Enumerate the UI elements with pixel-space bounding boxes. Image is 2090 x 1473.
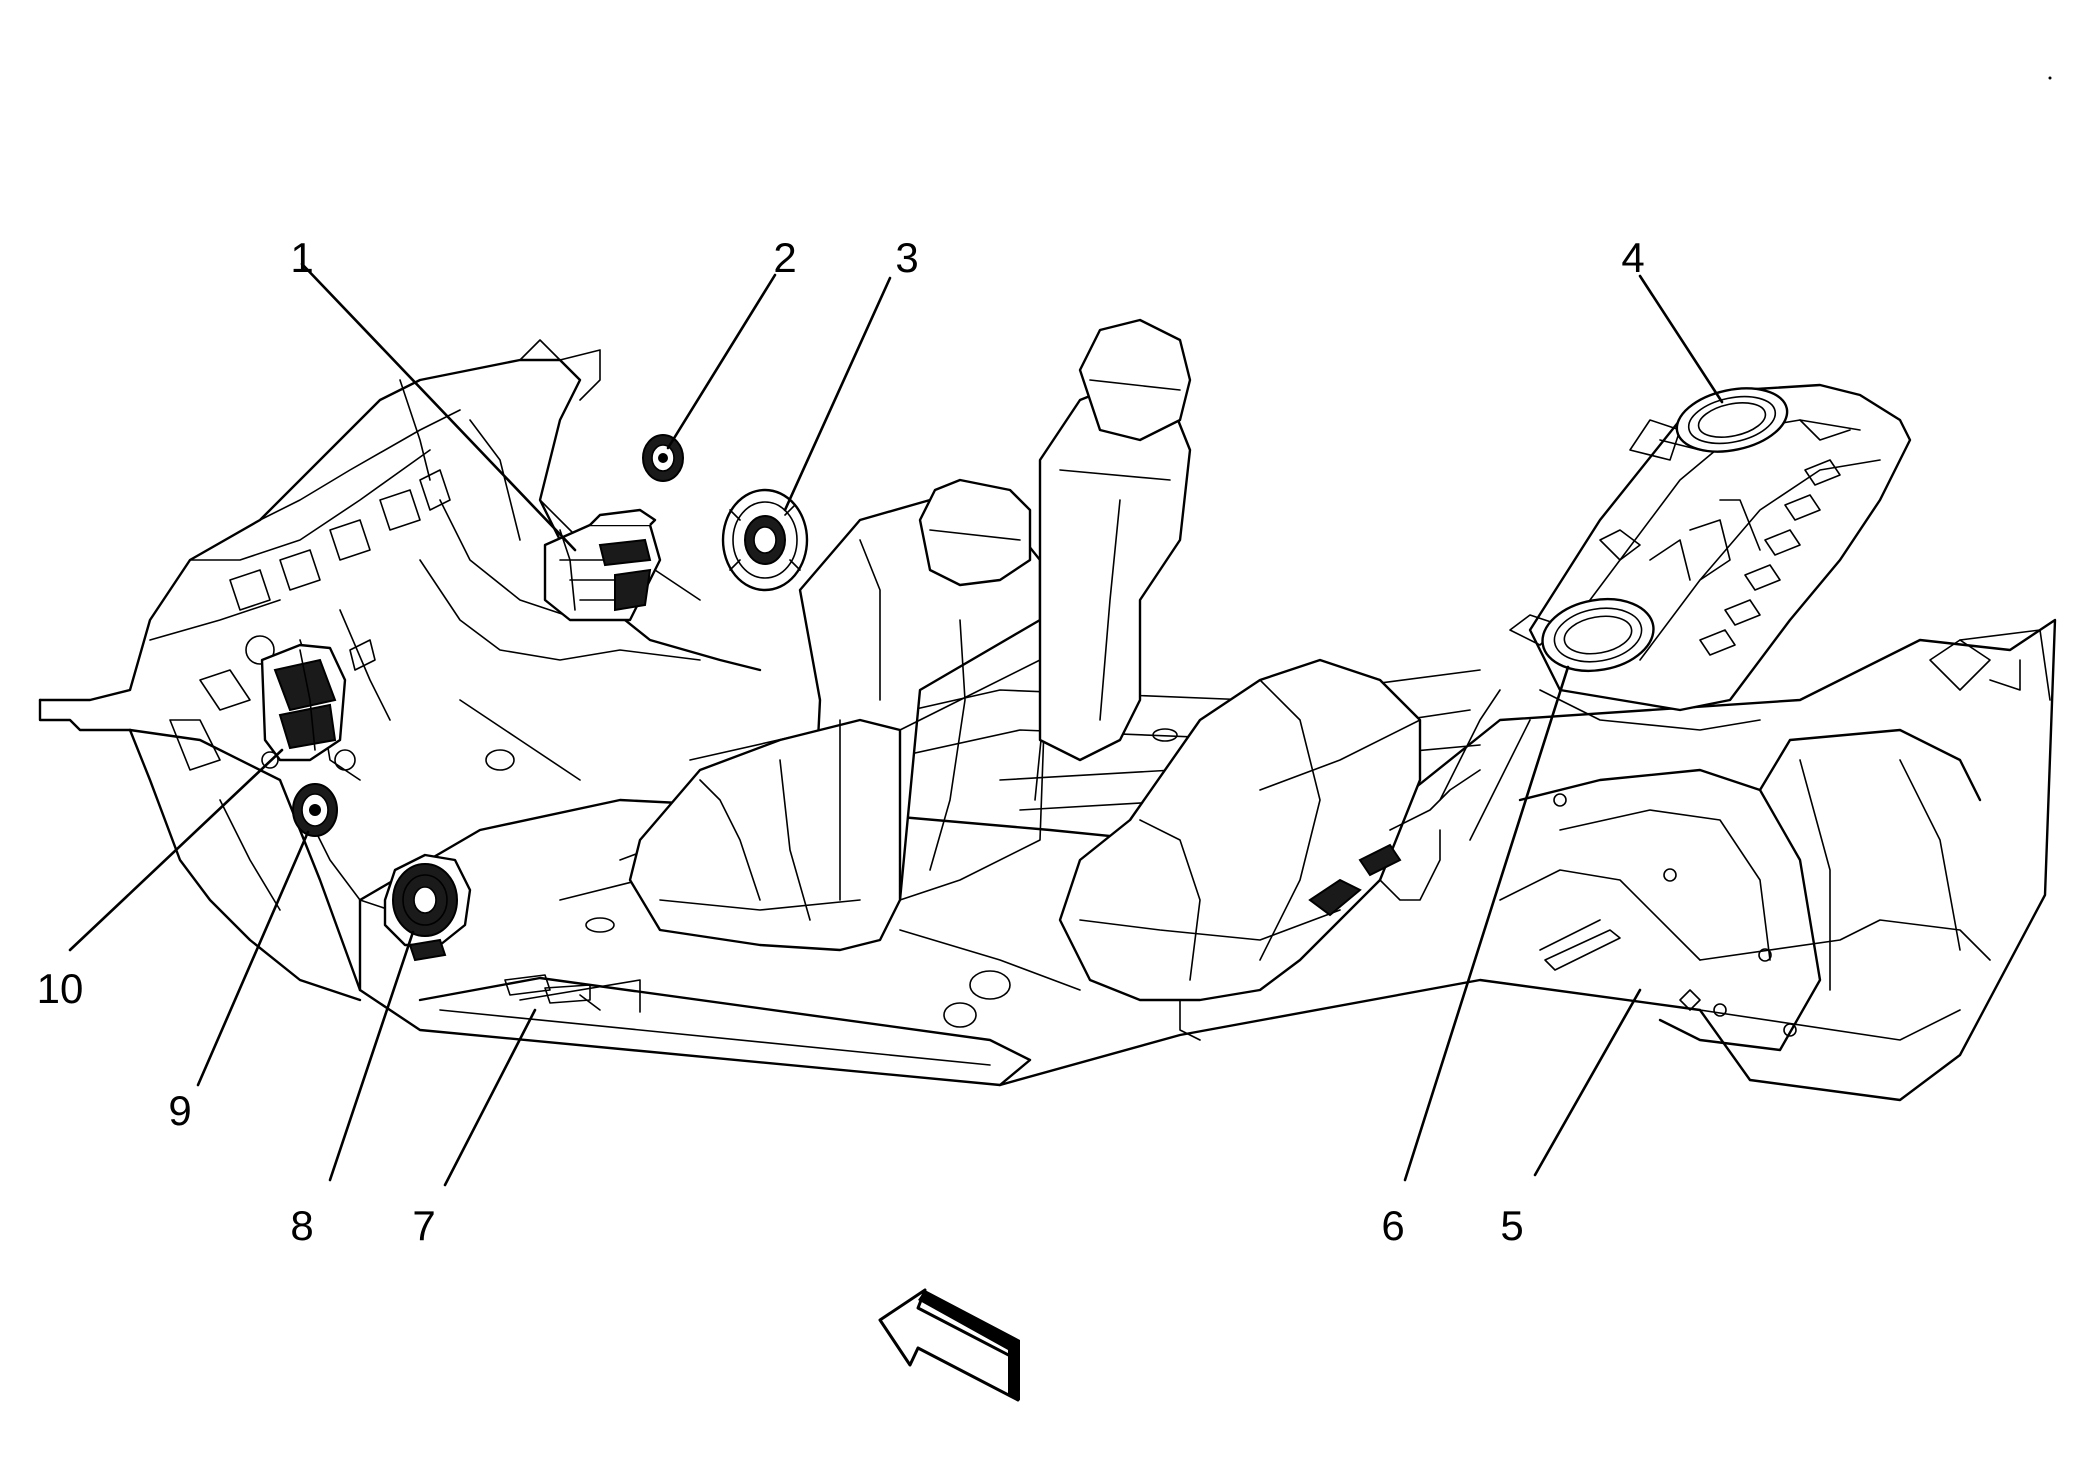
sill-module xyxy=(504,974,591,1004)
leader-6 xyxy=(1403,665,1570,1182)
front-direction-arrow-icon xyxy=(878,1288,1020,1402)
callout-5: 5 xyxy=(1500,1202,1523,1249)
leader-7 xyxy=(443,1008,537,1187)
callout-10: 10 xyxy=(37,965,84,1012)
leader-9 xyxy=(196,830,310,1087)
rear-shelf-speaker-upper xyxy=(1675,387,1789,453)
callout-6: 6 xyxy=(1381,1202,1404,1249)
callout-7: 7 xyxy=(412,1202,435,1249)
leader-2 xyxy=(666,273,777,450)
scan-mark xyxy=(2048,76,2052,80)
front-dash-structure xyxy=(38,339,762,1002)
dash-speaker xyxy=(292,783,338,837)
kick-panel-speaker xyxy=(383,853,472,962)
front-tweeter-speaker xyxy=(642,434,684,482)
callout-3: 3 xyxy=(895,234,918,281)
leader-5 xyxy=(1533,988,1642,1177)
front-door-speaker xyxy=(721,488,809,592)
leader-1 xyxy=(300,262,577,552)
leader-10 xyxy=(68,748,284,952)
radio-module xyxy=(543,508,662,622)
leader-3 xyxy=(783,276,892,512)
leader-4 xyxy=(1638,274,1724,404)
junction-block xyxy=(260,639,376,762)
callout-1: 1 xyxy=(290,234,313,281)
callout-4: 4 xyxy=(1621,234,1644,281)
front-seat xyxy=(628,478,1046,952)
callout-9: 9 xyxy=(168,1087,191,1134)
passenger-seat xyxy=(1038,318,1192,762)
rear-shelf-speaker-lower xyxy=(1541,597,1655,673)
callout-8: 8 xyxy=(290,1202,313,1249)
callout-2: 2 xyxy=(773,234,796,281)
callout-labels: 1 2 3 4 5 6 7 8 9 10 xyxy=(37,234,1645,1249)
leader-8 xyxy=(328,930,415,1182)
leader-lines xyxy=(68,262,1724,1187)
